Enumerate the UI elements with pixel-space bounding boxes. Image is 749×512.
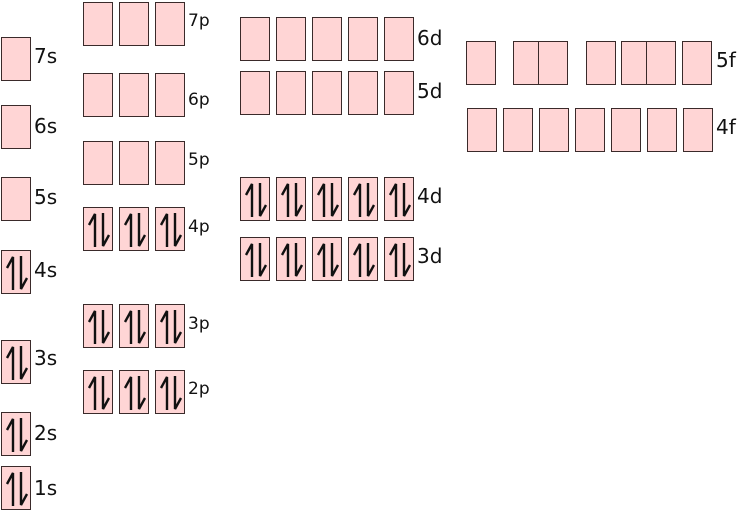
filled-orbital-box — [83, 304, 113, 348]
filled-orbital-box — [83, 207, 113, 251]
electron-pair-arrows-icon — [5, 256, 29, 290]
filled-orbital-box — [83, 370, 113, 414]
orbital-label: 1s — [34, 476, 58, 500]
empty-orbital-box — [467, 108, 497, 152]
empty-orbital-box — [539, 108, 569, 152]
electron-pair-arrows-icon — [159, 213, 183, 247]
empty-orbital-box — [611, 108, 641, 152]
empty-orbital-box — [276, 17, 306, 61]
filled-orbital-box — [312, 177, 342, 221]
orbital-label: 5d — [417, 79, 443, 103]
empty-orbital-box — [276, 71, 306, 115]
empty-orbital-box — [503, 108, 533, 152]
filled-orbital-box — [384, 177, 414, 221]
filled-orbital-box — [1, 466, 31, 510]
empty-orbital-box — [155, 2, 185, 46]
electron-pair-arrows-icon — [316, 183, 340, 217]
empty-orbital-box — [682, 41, 712, 85]
electron-pair-arrows-icon — [123, 376, 147, 410]
electron-pair-arrows-icon — [123, 213, 147, 247]
electron-pair-arrows-icon — [280, 243, 304, 277]
orbital-label: 6p — [188, 90, 210, 110]
filled-orbital-box — [1, 412, 31, 456]
orbital-label: 2s — [34, 421, 58, 445]
empty-orbital-box — [646, 41, 676, 85]
orbital-label: 4d — [417, 184, 443, 208]
empty-orbital-box — [586, 41, 616, 85]
filled-orbital-box — [384, 237, 414, 281]
empty-orbital-box — [83, 2, 113, 46]
orbital-label: 7s — [34, 44, 58, 68]
orbital-label: 3s — [34, 346, 58, 370]
electron-pair-arrows-icon — [388, 243, 412, 277]
empty-orbital-box — [384, 17, 414, 61]
filled-orbital-box — [155, 207, 185, 251]
filled-orbital-box — [240, 177, 270, 221]
filled-orbital-box — [155, 304, 185, 348]
empty-orbital-box — [1, 105, 31, 149]
empty-orbital-box — [348, 71, 378, 115]
empty-orbital-box — [83, 141, 113, 185]
electron-pair-arrows-icon — [87, 310, 111, 344]
electron-pair-arrows-icon — [159, 310, 183, 344]
filled-orbital-box — [1, 340, 31, 384]
empty-orbital-box — [155, 141, 185, 185]
empty-orbital-box — [119, 141, 149, 185]
empty-orbital-box — [683, 108, 713, 152]
empty-orbital-box — [647, 108, 677, 152]
electron-pair-arrows-icon — [244, 183, 268, 217]
empty-orbital-box — [348, 17, 378, 61]
empty-orbital-box — [1, 177, 31, 221]
filled-orbital-box — [348, 237, 378, 281]
empty-orbital-box — [119, 2, 149, 46]
empty-orbital-box — [155, 73, 185, 117]
filled-orbital-box — [348, 177, 378, 221]
empty-orbital-box — [119, 73, 149, 117]
filled-orbital-box — [119, 207, 149, 251]
filled-orbital-box — [119, 304, 149, 348]
orbital-label: 5p — [188, 150, 210, 170]
filled-orbital-box — [276, 177, 306, 221]
empty-orbital-box — [575, 108, 605, 152]
orbital-label: 3d — [417, 244, 443, 268]
electron-pair-arrows-icon — [5, 346, 29, 380]
electron-pair-arrows-icon — [280, 183, 304, 217]
orbital-label: 2p — [188, 379, 210, 399]
orbital-label: 5f — [716, 48, 736, 72]
empty-orbital-box — [384, 71, 414, 115]
filled-orbital-box — [240, 237, 270, 281]
filled-orbital-box — [276, 237, 306, 281]
filled-orbital-box — [155, 370, 185, 414]
electron-pair-arrows-icon — [123, 310, 147, 344]
electron-pair-arrows-icon — [5, 472, 29, 506]
electron-pair-arrows-icon — [388, 183, 412, 217]
electron-pair-arrows-icon — [316, 243, 340, 277]
electron-pair-arrows-icon — [352, 183, 376, 217]
empty-orbital-box — [83, 73, 113, 117]
electron-pair-arrows-icon — [87, 376, 111, 410]
empty-orbital-box — [312, 17, 342, 61]
electron-pair-arrows-icon — [5, 418, 29, 452]
electron-pair-arrows-icon — [352, 243, 376, 277]
electron-pair-arrows-icon — [159, 376, 183, 410]
empty-orbital-box — [538, 41, 568, 85]
orbital-label: 6s — [34, 114, 58, 138]
filled-orbital-box — [312, 237, 342, 281]
empty-orbital-box — [240, 17, 270, 61]
empty-orbital-box — [466, 41, 496, 85]
orbital-label: 4s — [34, 258, 58, 282]
orbital-label: 7p — [188, 11, 210, 31]
orbital-label: 5s — [34, 185, 58, 209]
empty-orbital-box — [1, 37, 31, 81]
electron-pair-arrows-icon — [87, 213, 111, 247]
orbital-label: 6d — [417, 26, 443, 50]
empty-orbital-box — [312, 71, 342, 115]
empty-orbital-box — [240, 71, 270, 115]
orbital-label: 3p — [188, 314, 210, 334]
filled-orbital-box — [119, 370, 149, 414]
filled-orbital-box — [1, 250, 31, 294]
orbital-label: 4f — [716, 115, 736, 139]
electron-pair-arrows-icon — [244, 243, 268, 277]
orbital-label: 4p — [188, 217, 210, 237]
